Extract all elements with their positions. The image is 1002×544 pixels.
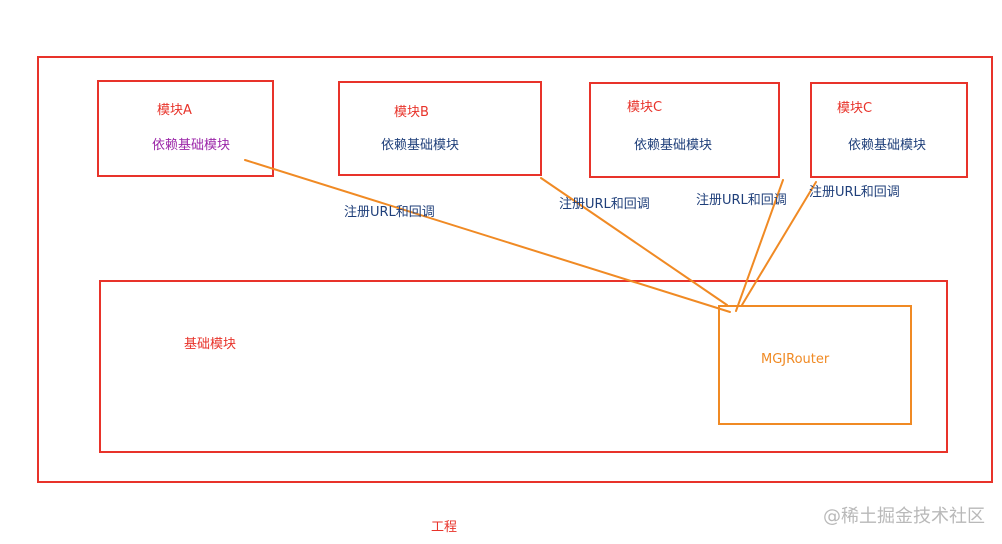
- register-label-a: 注册URL和回调: [344, 205, 435, 220]
- router-label: MGJRouter: [761, 352, 830, 367]
- connector-module-c2: [741, 181, 817, 306]
- module-b-dep: 依赖基础模块: [381, 138, 460, 153]
- module-a-box: [97, 80, 274, 177]
- router-box: [718, 305, 912, 425]
- register-label-c: 注册URL和回调: [696, 193, 787, 208]
- project-frame: [37, 56, 993, 483]
- module-c2-box: [810, 82, 968, 178]
- module-c2-dep: 依赖基础模块: [848, 138, 927, 153]
- base-module-box: [99, 280, 948, 453]
- module-a-dep: 依赖基础模块: [152, 138, 231, 153]
- base-module-label: 基础模块: [184, 337, 237, 352]
- register-label-c2: 注册URL和回调: [809, 185, 900, 200]
- connector-module-b: [540, 177, 728, 306]
- module-c-dep: 依赖基础模块: [634, 138, 713, 153]
- watermark: @稀土掘金技术社区: [823, 506, 985, 527]
- project-label: 工程: [431, 520, 458, 535]
- connector-module-a: [244, 159, 731, 313]
- module-b-box: [338, 81, 542, 176]
- module-c-box: [589, 82, 780, 178]
- module-c-name: 模块C: [627, 100, 663, 115]
- register-label-b: 注册URL和回调: [559, 197, 650, 212]
- module-c2-name: 模块C: [837, 101, 873, 116]
- connector-module-c: [735, 179, 784, 312]
- module-b-name: 模块B: [394, 105, 429, 120]
- module-a-name: 模块A: [157, 103, 192, 118]
